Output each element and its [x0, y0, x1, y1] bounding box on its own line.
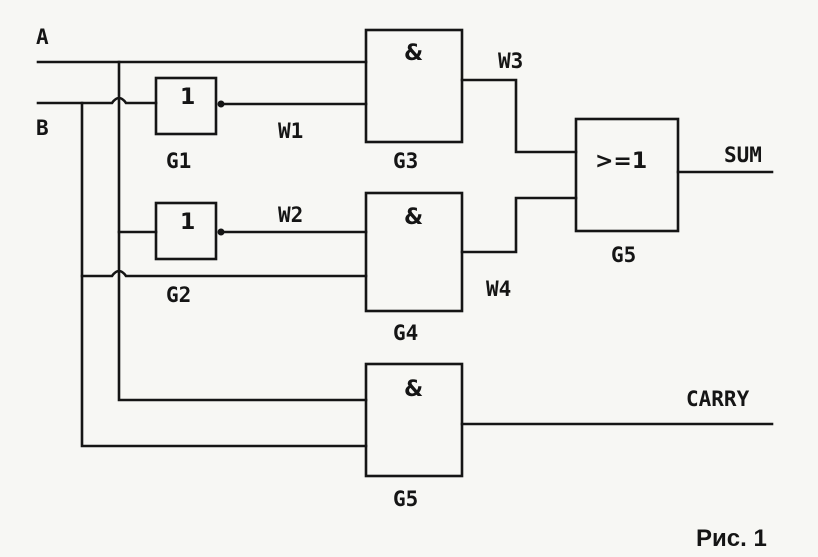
sum-label: SUM	[724, 143, 762, 167]
gate-g1-label: G1	[166, 149, 191, 173]
wire-w2-label: W2	[278, 203, 303, 227]
gate-g5-or-label: G5	[611, 243, 636, 267]
gate-g2-symbol: 1	[180, 210, 195, 235]
wire-w4-label: W4	[486, 277, 511, 301]
gate-g4-label: G4	[393, 321, 418, 345]
gate-g2-label: G2	[166, 283, 191, 307]
gate-g5-or-symbol: >=1	[595, 149, 647, 174]
b-branch-wire	[80, 101, 368, 448]
wire-w1-label: W1	[278, 119, 303, 143]
a-branch-wire	[117, 60, 368, 402]
gate-g3-label: G3	[393, 149, 418, 173]
gate-g3-symbol: &	[404, 41, 423, 66]
gate-g5-and-symbol: &	[404, 377, 423, 402]
gate-g5-or	[574, 117, 680, 233]
gate-g5-and	[364, 362, 464, 478]
wire-w3	[460, 78, 578, 154]
gate-g3	[364, 28, 464, 144]
input-a-label: A	[36, 25, 49, 49]
gate-g1	[154, 76, 218, 136]
wire-w3-label: W3	[498, 49, 523, 73]
gate-g1-symbol: 1	[180, 85, 195, 110]
figure-caption: Рис. 1	[696, 525, 767, 552]
wire-w4	[460, 196, 578, 254]
gate-g2	[154, 201, 218, 261]
gate-g4-symbol: &	[404, 205, 423, 230]
carry-label: CARRY	[686, 387, 750, 411]
gate-g5-and-label: G5	[393, 487, 418, 511]
input-b-label: B	[36, 116, 49, 140]
input-b-wire	[36, 96, 158, 105]
b-to-g4-wire	[80, 269, 368, 278]
